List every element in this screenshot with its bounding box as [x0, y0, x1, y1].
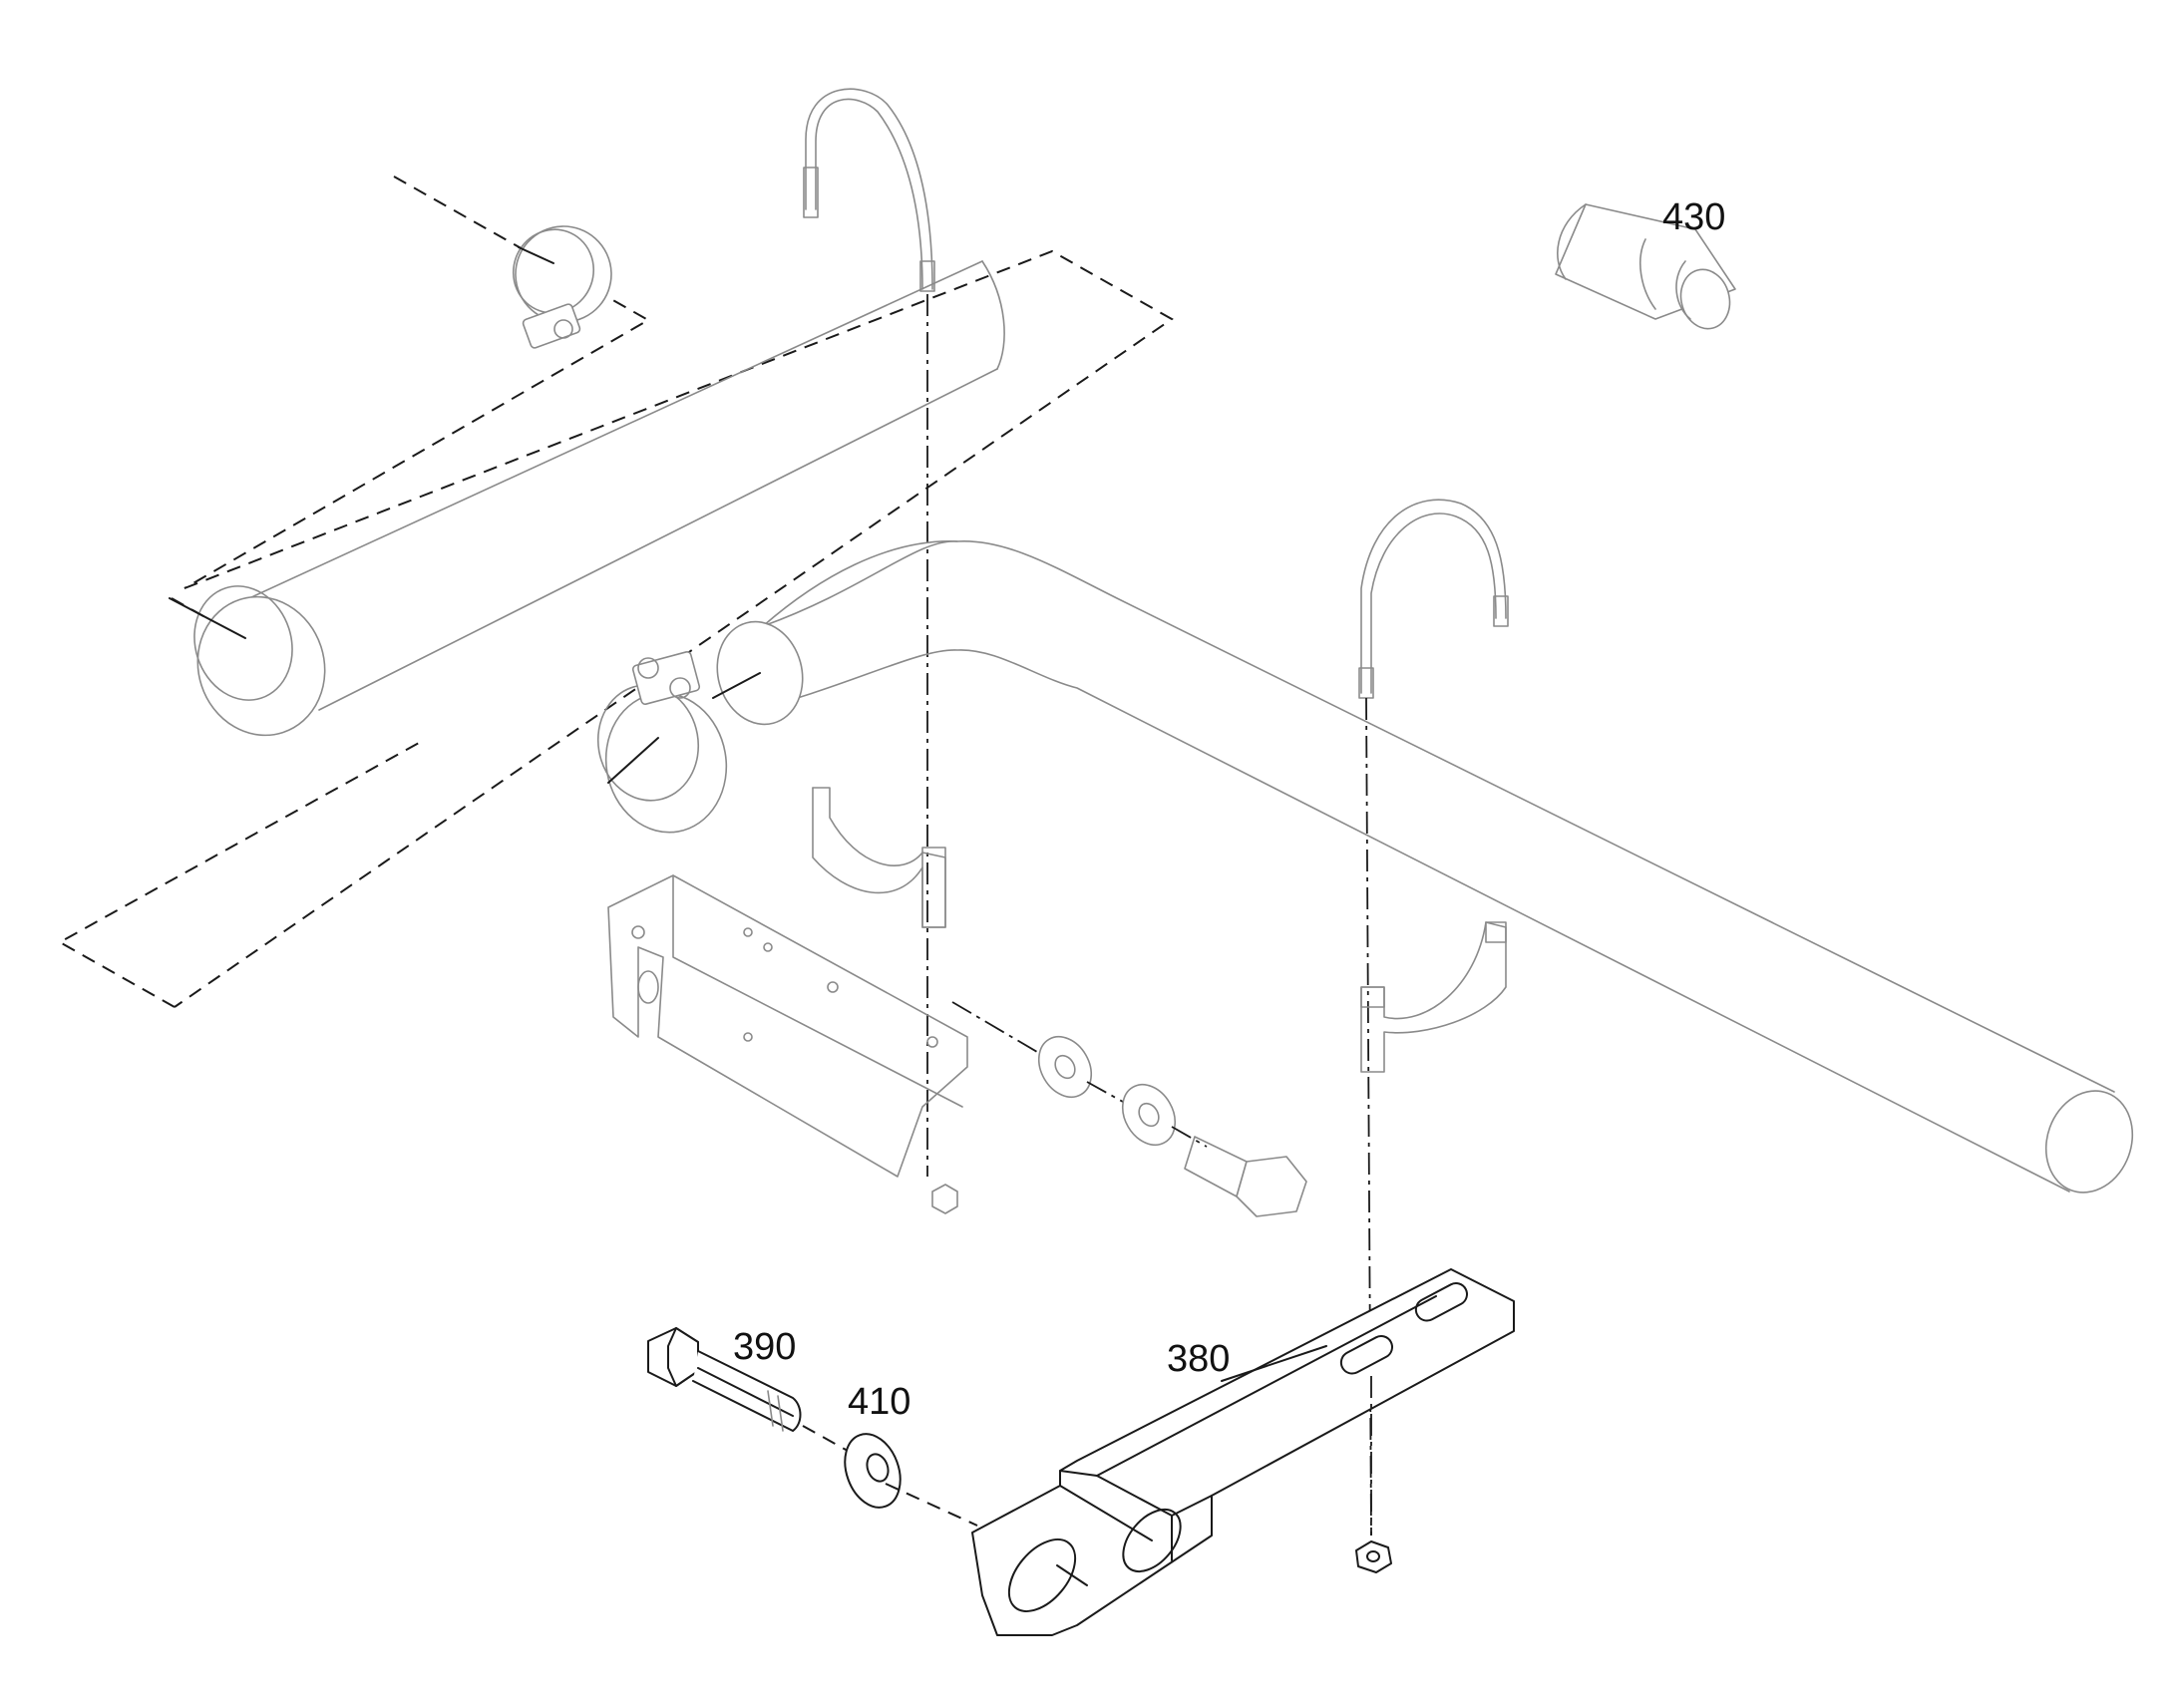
bent-exhaust-pipe	[712, 540, 2134, 1194]
reducer-adapter-430	[1555, 203, 1736, 330]
j-bolt-hanger-left	[803, 88, 935, 1177]
support-bracket-380	[971, 1268, 1515, 1636]
hex-nut	[1355, 1540, 1392, 1573]
callout-390: 390	[733, 1326, 796, 1368]
large-pipe-clamp	[596, 651, 728, 834]
callout-380: 380	[1167, 1338, 1230, 1380]
saddle-block-left	[812, 787, 946, 928]
mounting-bracket-left	[607, 874, 968, 1178]
callout-430: 430	[1662, 196, 1725, 238]
hex-bolt-390	[647, 1327, 802, 1432]
bracket-fastener-set	[931, 1001, 1307, 1217]
small-pipe-clamp	[512, 225, 612, 349]
assembly-dashed-outline	[57, 175, 1174, 1008]
saddle-block-right	[1360, 921, 1507, 1073]
straight-exhaust-pipe	[169, 260, 1005, 737]
callout-410: 410	[848, 1381, 910, 1423]
flat-washer-410	[802, 1425, 978, 1527]
